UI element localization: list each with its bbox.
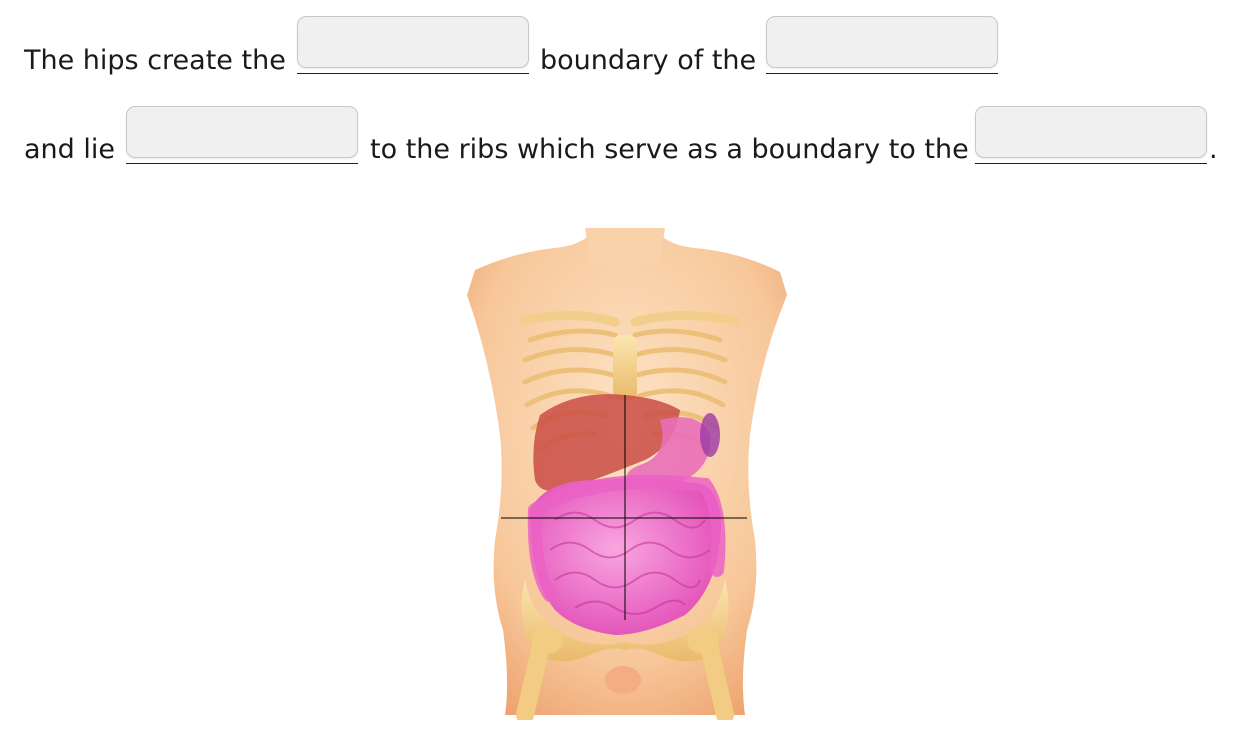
anatomy-torso-figure: [455, 210, 795, 724]
pelvis: [521, 580, 729, 662]
answer-blank-4[interactable]: [975, 106, 1207, 166]
sentence-part-1: The hips create the: [24, 45, 286, 76]
drop-zone[interactable]: [766, 16, 998, 68]
liver: [533, 394, 680, 492]
genitals: [605, 666, 641, 694]
underline: [766, 73, 998, 74]
intestine-coils: [549, 511, 711, 615]
answer-blank-1[interactable]: [297, 16, 529, 76]
underline: [126, 163, 358, 164]
drop-zone[interactable]: [297, 16, 529, 68]
neck: [585, 228, 665, 270]
drop-zone[interactable]: [975, 106, 1207, 158]
sentence-part-2: boundary of the: [540, 45, 757, 76]
sentence-part-3: and lie: [24, 134, 115, 165]
large-intestine: [527, 474, 726, 602]
answer-blank-3[interactable]: [126, 106, 358, 166]
anatomy-illustration: [467, 228, 787, 724]
stomach: [626, 417, 711, 489]
underline: [975, 163, 1207, 164]
drop-zone[interactable]: [126, 106, 358, 158]
sentence-part-4: to the ribs which serve as a boundary to…: [370, 134, 969, 165]
answer-blank-2[interactable]: [766, 16, 998, 76]
sentence-end: .: [1209, 134, 1218, 165]
underline: [297, 73, 529, 74]
torso-skin: [467, 228, 787, 715]
femurs: [516, 641, 734, 724]
clavicles: [520, 310, 740, 327]
sternum: [613, 335, 637, 400]
spleen: [700, 413, 720, 457]
